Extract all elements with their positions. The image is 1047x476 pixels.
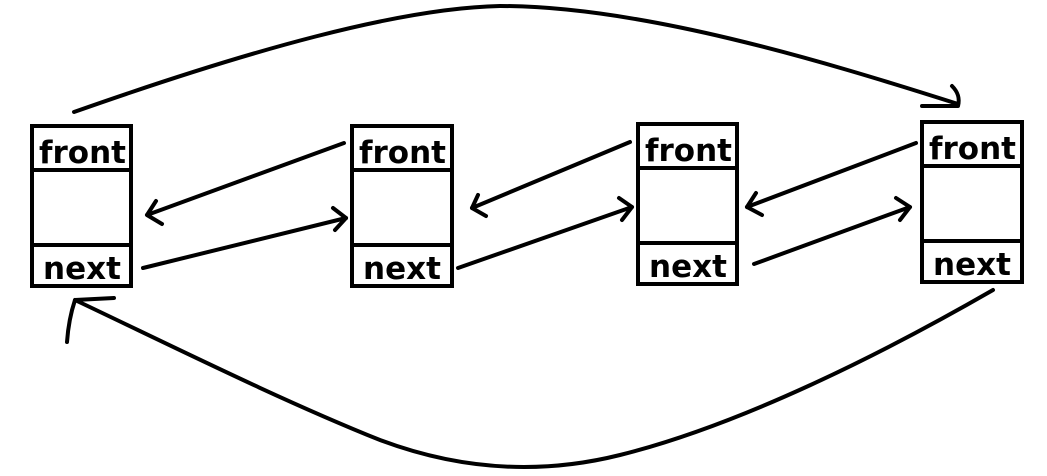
node-1-next-label: next bbox=[43, 251, 121, 287]
next-arrow-3-to-4 bbox=[752, 196, 912, 266]
node-4: front next bbox=[920, 120, 1024, 284]
next-arrow-2-to-3-head bbox=[617, 196, 634, 222]
front-arrow-4-to-3-head bbox=[745, 191, 764, 217]
node-2-front-label: front bbox=[359, 135, 446, 171]
node-3-box bbox=[636, 122, 739, 286]
front-arrow-2-to-1-head bbox=[145, 199, 164, 226]
node-2-box bbox=[350, 124, 454, 288]
next-arrow-3-to-4-shaft bbox=[752, 205, 912, 266]
node-3: front next bbox=[636, 122, 739, 286]
node-1-front-label: front bbox=[39, 135, 126, 171]
front-arrow-3-to-2 bbox=[470, 140, 632, 218]
node-1: front next bbox=[30, 124, 133, 288]
node-2: front next bbox=[350, 124, 454, 288]
next-arrow-4-to-1-head bbox=[65, 296, 116, 344]
node-3-front-label: front bbox=[645, 133, 732, 169]
front-arrow-4-to-3 bbox=[745, 141, 918, 217]
front-arrow-4-to-3-shaft bbox=[745, 141, 918, 209]
node-3-next-label: next bbox=[649, 249, 727, 285]
next-arrow-3-to-4-head bbox=[894, 196, 912, 222]
next-arrow-1-to-2 bbox=[141, 206, 348, 270]
node-4-box bbox=[920, 120, 1024, 284]
node-4-front-label: front bbox=[929, 131, 1016, 167]
next-arrow-1-to-2-head bbox=[331, 206, 348, 232]
front-arrow-1-to-4-head bbox=[920, 84, 961, 108]
front-arrow-2-to-1 bbox=[145, 141, 346, 226]
next-arrow-4-to-1-shaft bbox=[73, 288, 995, 469]
next-arrow-1-to-2-shaft bbox=[141, 216, 348, 270]
front-arrow-2-to-1-shaft bbox=[145, 141, 346, 217]
front-arrow-3-to-2-shaft bbox=[470, 140, 632, 210]
front-arrow-1-to-4-circular bbox=[72, 4, 961, 114]
node-1-box bbox=[30, 124, 133, 288]
node-2-next-label: next bbox=[363, 251, 441, 287]
front-arrow-1-to-4-shaft bbox=[72, 4, 960, 114]
front-arrow-3-to-2-head bbox=[470, 193, 488, 218]
next-arrow-2-to-3 bbox=[456, 196, 634, 270]
next-arrow-2-to-3-shaft bbox=[456, 205, 634, 270]
next-arrow-4-to-1-circular bbox=[65, 288, 995, 469]
node-4-next-label: next bbox=[933, 247, 1011, 283]
